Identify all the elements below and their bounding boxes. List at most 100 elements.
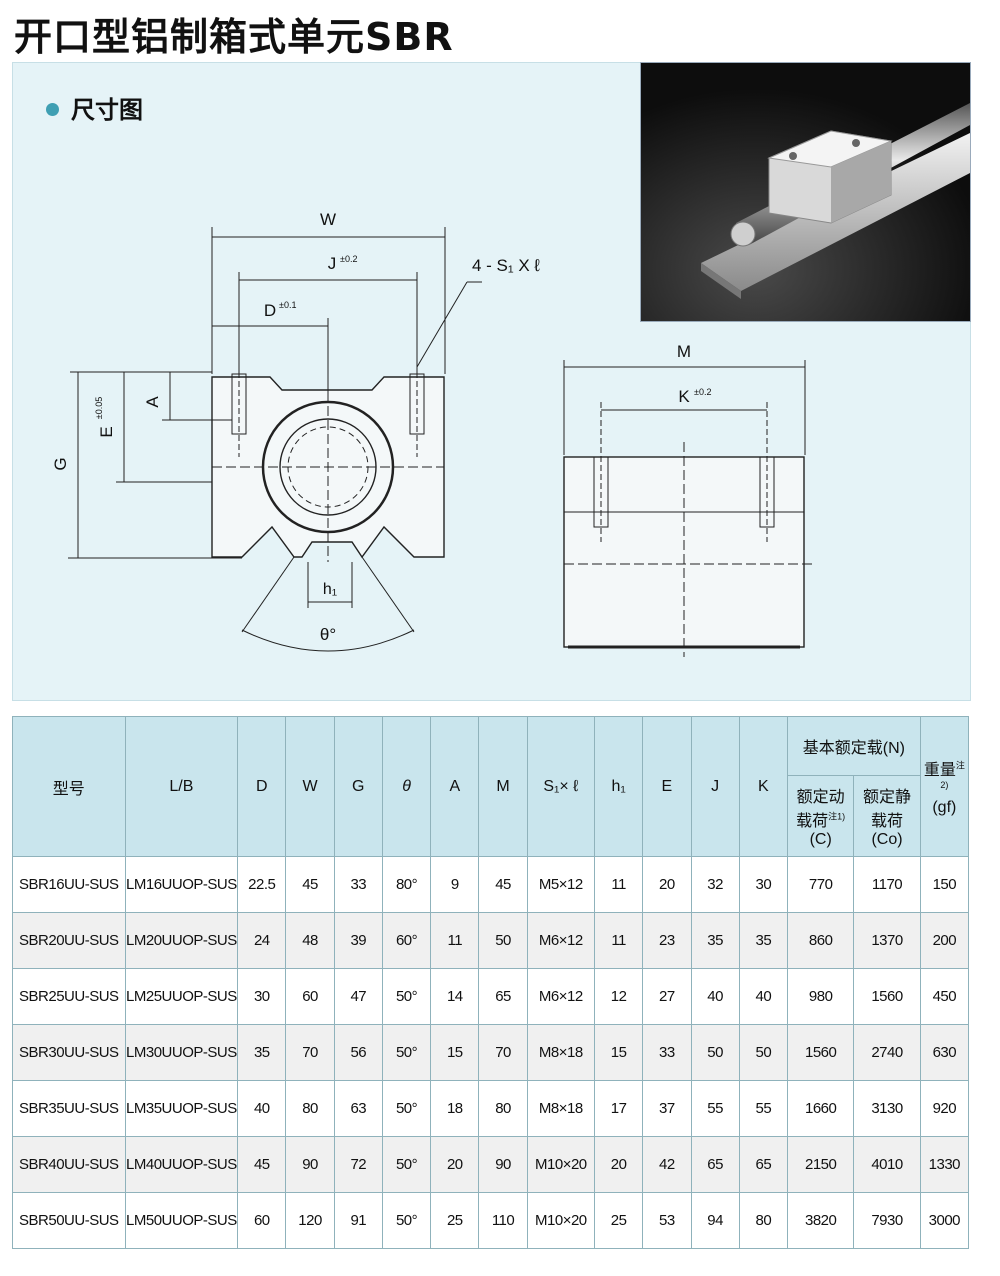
header-dyn-sym: (C) bbox=[809, 831, 832, 848]
cell-G: 39 bbox=[333, 912, 383, 969]
cell-dynamic-load: 2150 bbox=[786, 1136, 855, 1193]
label-G: G bbox=[51, 457, 70, 470]
cell-A: 25 bbox=[430, 1192, 480, 1249]
header-G: G bbox=[333, 716, 383, 857]
header-s1: S₁× ℓ bbox=[526, 716, 596, 857]
cell-J: 32 bbox=[690, 856, 740, 913]
cell-theta: 50° bbox=[381, 1136, 432, 1193]
cell-weight: 1330 bbox=[919, 1136, 970, 1193]
cell-static-load: 1560 bbox=[853, 968, 921, 1025]
cell-G: 47 bbox=[333, 968, 383, 1025]
cell-weight: 200 bbox=[919, 912, 970, 969]
cell-M: 65 bbox=[478, 968, 528, 1025]
cell-M: 50 bbox=[478, 912, 528, 969]
cell-lb: LM40UUOP-SUS bbox=[124, 1136, 239, 1193]
header-model: 型号 bbox=[12, 716, 126, 857]
label-bolt: 4 - S₁ X ℓ bbox=[472, 256, 540, 275]
product-photo bbox=[640, 62, 971, 322]
cell-G: 56 bbox=[333, 1024, 383, 1081]
cell-theta: 50° bbox=[381, 1024, 432, 1081]
cell-dynamic-load: 770 bbox=[786, 856, 855, 913]
spec-table: 型号 L/B D W G θ A M S₁× ℓ h₁ E J K 基本额定载(… bbox=[12, 716, 970, 1249]
cell-static-load: 1370 bbox=[853, 912, 921, 969]
cell-model: SBR20UU-SUS bbox=[12, 912, 126, 969]
cell-M: 110 bbox=[478, 1192, 528, 1249]
header-W: W bbox=[285, 716, 335, 857]
cell-E: 20 bbox=[642, 856, 692, 913]
header-weight-note: 注2) bbox=[940, 760, 965, 790]
cell-theta: 50° bbox=[381, 1192, 432, 1249]
header-dynamic-load: 额定动 载荷注1) (C) bbox=[786, 775, 855, 857]
cell-weight: 450 bbox=[919, 968, 970, 1025]
header-weight-unit: (gf) bbox=[932, 799, 957, 817]
header-dyn-note: 注1) bbox=[828, 811, 846, 822]
cell-model: SBR50UU-SUS bbox=[12, 1192, 126, 1249]
cell-theta: 50° bbox=[381, 1080, 432, 1137]
header-K: K bbox=[738, 716, 789, 857]
cell-E: 37 bbox=[642, 1080, 692, 1137]
cell-K: 80 bbox=[738, 1192, 789, 1249]
cell-weight: 630 bbox=[919, 1024, 970, 1081]
dimension-drawing: W J ±0.2 D ±0.1 4 - S₁ X ℓ A E ±0.05 G h… bbox=[51, 210, 812, 657]
cell-s1: M6×12 bbox=[526, 968, 596, 1025]
cell-h1: 25 bbox=[593, 1192, 644, 1249]
cell-G: 91 bbox=[333, 1192, 383, 1249]
cell-s1: M10×20 bbox=[526, 1192, 596, 1249]
label-theta: θ° bbox=[320, 625, 336, 644]
cell-E: 23 bbox=[642, 912, 692, 969]
label-K: K bbox=[678, 387, 690, 406]
cell-W: 48 bbox=[285, 912, 335, 969]
cell-E: 27 bbox=[642, 968, 692, 1025]
cell-static-load: 1170 bbox=[853, 856, 921, 913]
cell-lb: LM20UUOP-SUS bbox=[124, 912, 239, 969]
header-dyn-line1: 额定动 bbox=[796, 789, 845, 806]
cell-J: 55 bbox=[690, 1080, 740, 1137]
cell-model: SBR25UU-SUS bbox=[12, 968, 126, 1025]
cell-K: 65 bbox=[738, 1136, 789, 1193]
cell-K: 30 bbox=[738, 856, 789, 913]
cell-A: 15 bbox=[430, 1024, 480, 1081]
label-J: J bbox=[328, 254, 337, 273]
cell-s1: M5×12 bbox=[526, 856, 596, 913]
label-D-tol: ±0.1 bbox=[279, 300, 296, 310]
cell-A: 14 bbox=[430, 968, 480, 1025]
cell-D: 35 bbox=[237, 1024, 287, 1081]
cell-lb: LM50UUOP-SUS bbox=[124, 1192, 239, 1249]
cell-h1: 15 bbox=[593, 1024, 644, 1081]
cell-s1: M8×18 bbox=[526, 1024, 596, 1081]
cell-h1: 20 bbox=[593, 1136, 644, 1193]
cell-model: SBR40UU-SUS bbox=[12, 1136, 126, 1193]
cell-weight: 920 bbox=[919, 1080, 970, 1137]
cell-A: 9 bbox=[430, 856, 480, 913]
cell-static-load: 7930 bbox=[853, 1192, 921, 1249]
header-weight-label: 重量 bbox=[923, 761, 956, 779]
label-A: A bbox=[143, 396, 162, 408]
cell-W: 80 bbox=[285, 1080, 335, 1137]
cell-A: 20 bbox=[430, 1136, 480, 1193]
label-J-tol: ±0.2 bbox=[340, 254, 357, 264]
cell-A: 18 bbox=[430, 1080, 480, 1137]
cell-static-load: 3130 bbox=[853, 1080, 921, 1137]
cell-theta: 50° bbox=[381, 968, 432, 1025]
cell-lb: LM30UUOP-SUS bbox=[124, 1024, 239, 1081]
cell-G: 72 bbox=[333, 1136, 383, 1193]
page-title: 开口型铝制箱式单元SBR bbox=[14, 15, 454, 59]
header-dyn-line2: 载荷 bbox=[796, 813, 829, 830]
cell-D: 24 bbox=[237, 912, 287, 969]
cell-model: SBR16UU-SUS bbox=[12, 856, 126, 913]
section-title: 尺寸图 bbox=[71, 96, 143, 124]
cell-J: 65 bbox=[690, 1136, 740, 1193]
section-heading: 尺寸图 bbox=[46, 90, 143, 125]
cell-h1: 17 bbox=[593, 1080, 644, 1137]
header-E: E bbox=[642, 716, 692, 857]
cell-M: 70 bbox=[478, 1024, 528, 1081]
cell-M: 90 bbox=[478, 1136, 528, 1193]
label-h1: h₁ bbox=[323, 581, 337, 598]
header-theta: θ bbox=[381, 716, 432, 857]
label-W: W bbox=[320, 210, 336, 229]
cell-M: 45 bbox=[478, 856, 528, 913]
